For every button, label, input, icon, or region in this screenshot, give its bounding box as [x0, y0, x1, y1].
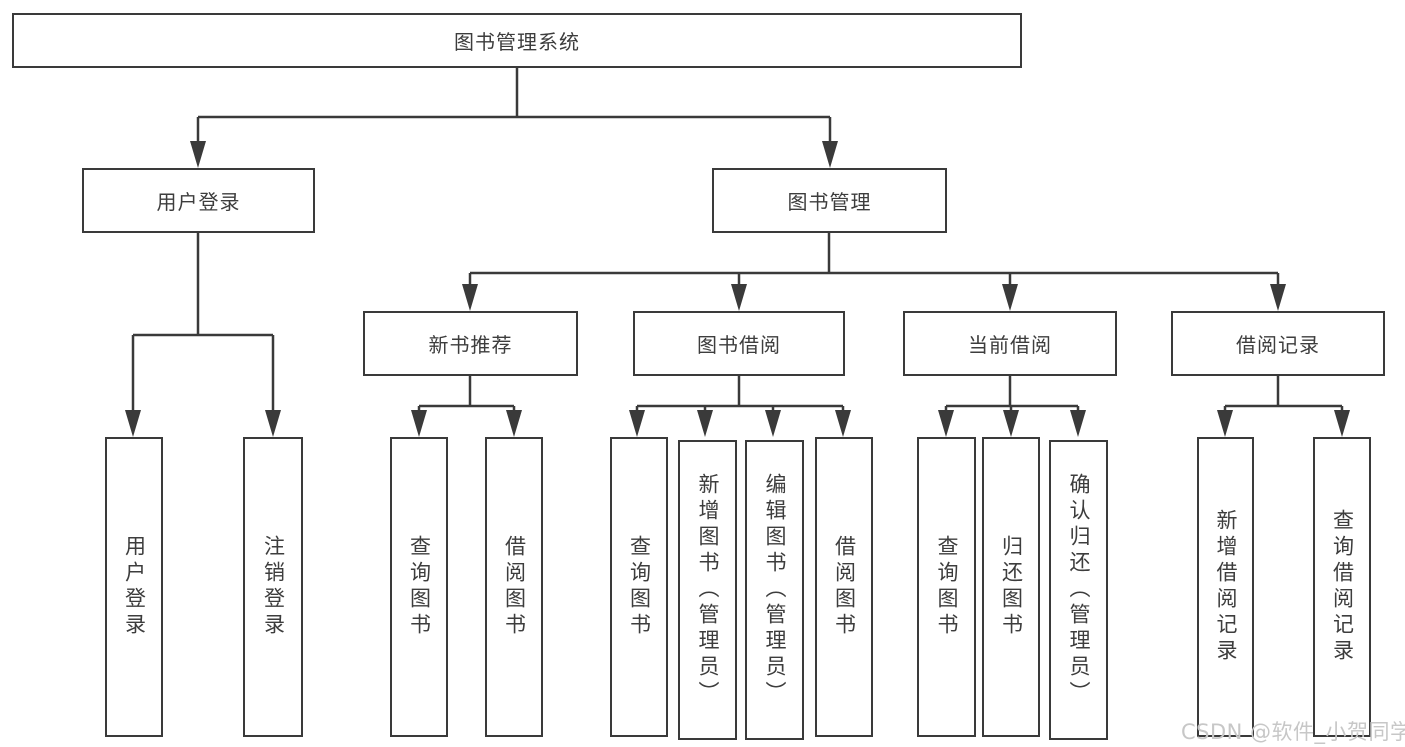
- node-borrowing-query-books: 查询图书: [610, 437, 668, 737]
- node-records-add-record: 新增借阅记录: [1197, 437, 1254, 737]
- node-current-query-books: 查询图书: [917, 437, 976, 737]
- node-user-login: 用户登录: [82, 168, 315, 233]
- node-records-query-record: 查询借阅记录: [1313, 437, 1371, 737]
- node-borrowing-borrow-books: 借阅图书: [815, 437, 873, 737]
- node-borrowing-edit-books-admin: 编辑图书（管理员）: [745, 440, 804, 740]
- node-book-borrowing: 图书借阅: [633, 311, 845, 376]
- node-current-borrowing: 当前借阅: [903, 311, 1117, 376]
- node-new-book-recommend: 新书推荐: [363, 311, 578, 376]
- node-book-management: 图书管理: [712, 168, 947, 233]
- csdn-watermark: CSDN @软件_小贺同学: [1181, 720, 1405, 744]
- connector-lines: [131, 68, 1344, 412]
- node-library-system: 图书管理系统: [12, 13, 1022, 68]
- node-recommend-query-books: 查询图书: [390, 437, 448, 737]
- node-leaf-user-login: 用户登录: [105, 437, 163, 737]
- node-current-return-books: 归还图书: [982, 437, 1040, 737]
- node-borrowing-records: 借阅记录: [1171, 311, 1385, 376]
- node-recommend-borrow-books: 借阅图书: [485, 437, 543, 737]
- node-borrowing-add-books-admin: 新增图书（管理员）: [678, 440, 737, 740]
- node-current-confirm-return-admin: 确认归还（管理员）: [1049, 440, 1108, 740]
- node-leaf-logout: 注销登录: [243, 437, 303, 737]
- arrowhead-icons: [125, 141, 1350, 437]
